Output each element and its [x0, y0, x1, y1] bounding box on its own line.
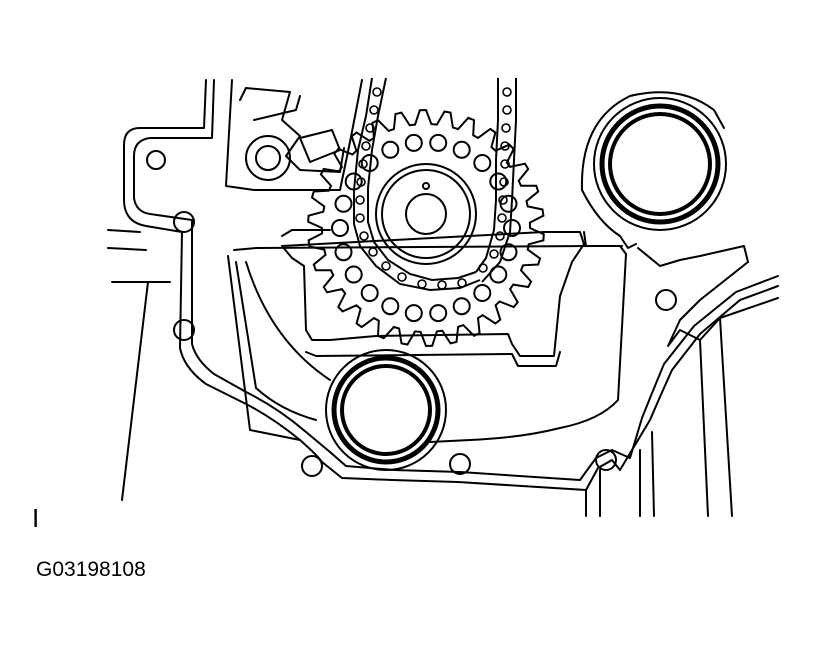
- bolt-hole: [655, 289, 677, 311]
- seal-boss-top: [581, 189, 637, 249]
- sprocket-hole: [473, 284, 492, 302]
- tensioner-bracket: [253, 95, 301, 121]
- sprocket-hole: [452, 140, 471, 159]
- seal-boss-top: [580, 91, 725, 191]
- inner-plate: [281, 229, 331, 237]
- chain-right-strand-outer: [481, 78, 517, 283]
- right-housing: [651, 431, 655, 517]
- inner-plate: [281, 231, 585, 357]
- right-housing: [719, 317, 733, 517]
- sprocket-hole: [331, 219, 349, 237]
- right-housing: [699, 339, 709, 517]
- sprocket-hole: [404, 133, 423, 152]
- sprocket-hole: [360, 154, 379, 172]
- oil-seal-bottom: [325, 349, 447, 471]
- sprocket-hole: [429, 304, 448, 323]
- crankshaft-sprocket: [307, 108, 545, 348]
- bolt-hole: [146, 150, 166, 170]
- sprocket-hole: [344, 172, 363, 191]
- chain-right-strand: [475, 78, 499, 273]
- sprocket-hole: [499, 194, 518, 213]
- sprocket-hole: [404, 304, 423, 323]
- bolt-hole: [449, 453, 471, 475]
- right-housing: [583, 231, 623, 247]
- sprocket-hub: [375, 163, 477, 265]
- sprocket-hole: [452, 297, 471, 316]
- figure-code: G03198108: [36, 558, 146, 581]
- sprocket-hole: [334, 194, 353, 213]
- sprocket-hole: [360, 284, 379, 302]
- tensioner-bracket: [299, 129, 341, 163]
- tensioner-bolt: [255, 145, 281, 171]
- pump-housing: [227, 255, 301, 441]
- bolt-hole: [595, 449, 617, 471]
- left-edge-line: [121, 281, 149, 501]
- bolt-hole: [301, 455, 323, 477]
- pump-housing: [245, 261, 331, 381]
- tensioner-bracket: [239, 87, 345, 173]
- sprocket-hole: [489, 265, 508, 284]
- sprocket-hole: [489, 172, 508, 191]
- bolt-hole: [173, 211, 195, 233]
- sprocket-teeth: [307, 108, 545, 348]
- tensioner-bracket: [225, 79, 363, 191]
- sprocket-hole: [429, 133, 448, 152]
- timing-chain: [353, 77, 517, 292]
- sprocket-hole: [473, 154, 492, 172]
- chain-left-strand: [353, 77, 481, 292]
- tensioner-bolt: [245, 135, 291, 181]
- left-edge-line: [107, 247, 147, 251]
- chain-rollers: [355, 87, 512, 290]
- cover-outline: [123, 79, 779, 491]
- sprocket-hole: [344, 265, 363, 284]
- inner-plate: [305, 351, 561, 367]
- sprocket-hole: [499, 243, 518, 262]
- sprocket-hole: [334, 243, 353, 262]
- left-edge-line: [107, 229, 141, 233]
- sprocket-hole: [381, 140, 400, 159]
- sprocket-hole: [381, 297, 400, 316]
- sprocket-hole: [503, 219, 521, 237]
- cover-inner-outline: [133, 79, 779, 481]
- oil-seal-top-right: [593, 97, 727, 231]
- bolt-hole: [173, 319, 195, 341]
- pump-housing: [235, 261, 317, 421]
- bolt-holes: [146, 150, 677, 477]
- pump-housing: [233, 245, 627, 443]
- right-housing: [637, 245, 779, 347]
- figure-letter: I: [32, 503, 40, 533]
